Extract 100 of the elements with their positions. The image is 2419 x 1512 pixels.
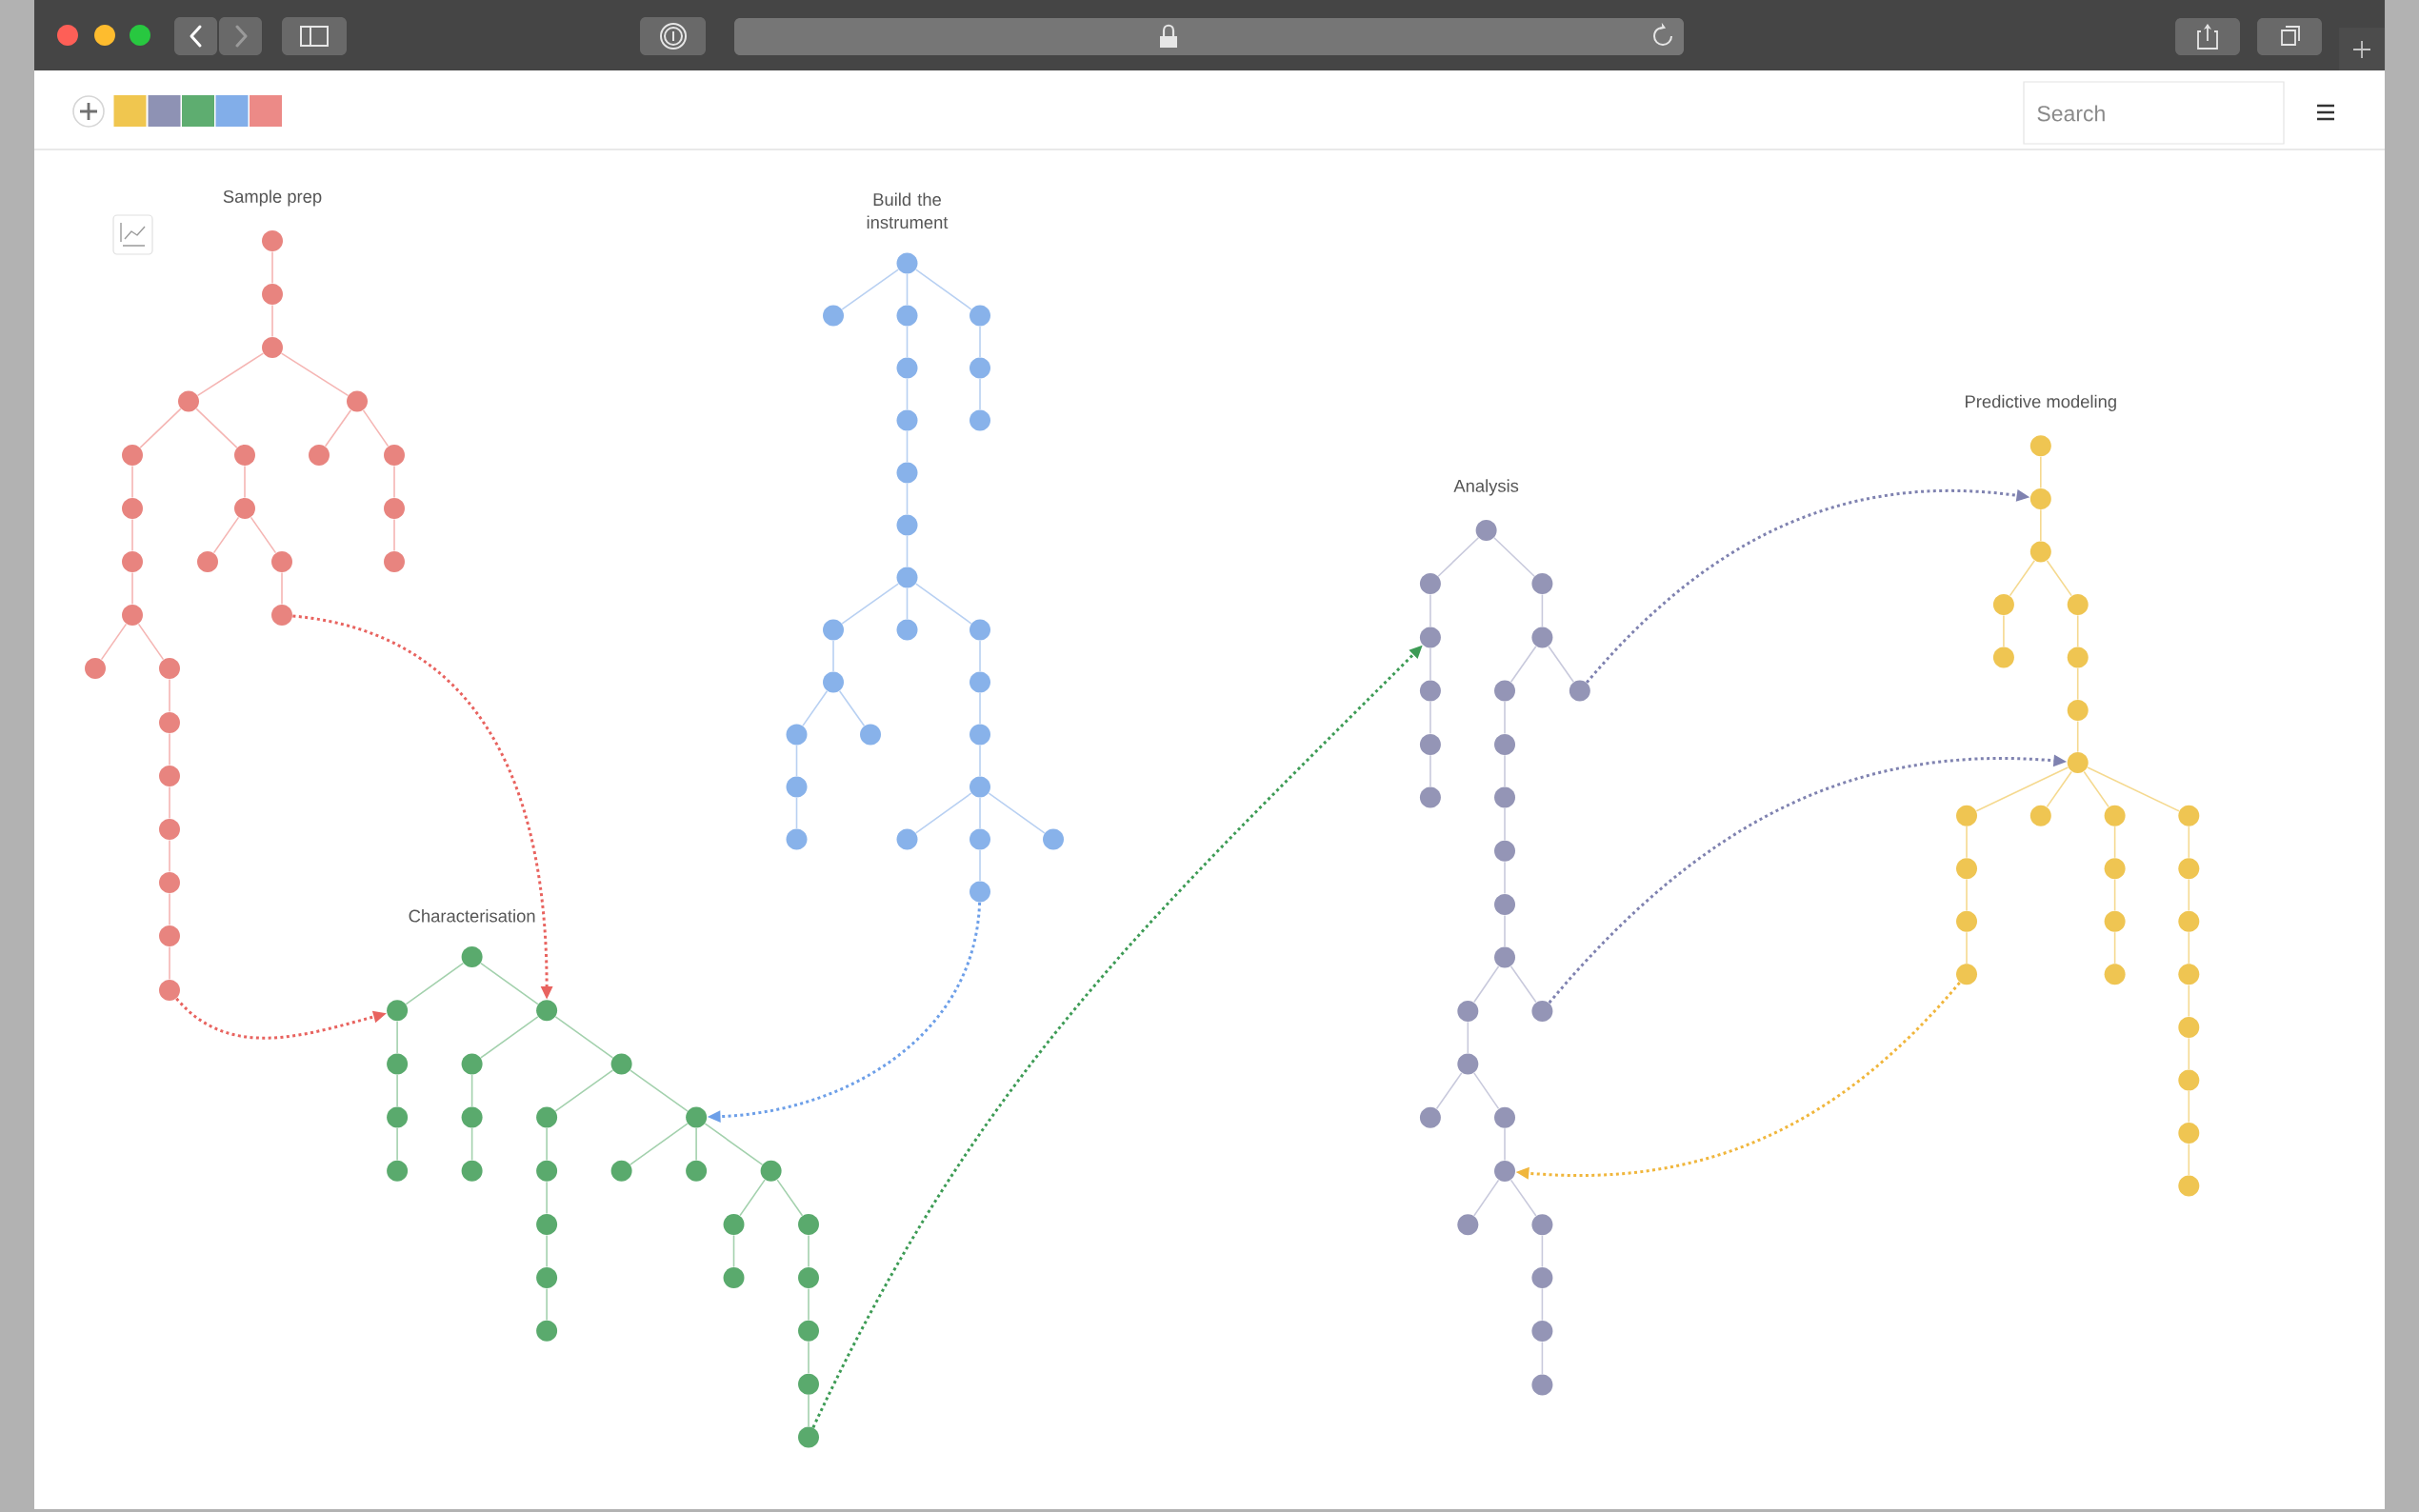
dot — [1419, 733, 1441, 755]
branch-line — [546, 1181, 548, 1215]
branch-line — [137, 623, 165, 661]
branch-line — [2040, 455, 2042, 489]
branch-line — [546, 1234, 548, 1268]
branch-line — [1493, 536, 1535, 577]
branch-line — [554, 1069, 614, 1112]
dot — [1419, 1106, 1441, 1128]
branch-line — [1467, 1021, 1469, 1054]
dot — [970, 724, 990, 746]
branch-line — [131, 518, 133, 552]
branch-line — [1429, 593, 1431, 627]
branch-line — [1509, 1179, 1537, 1217]
dot — [2178, 1016, 2200, 1038]
dot — [2104, 858, 2126, 880]
dot — [896, 409, 918, 431]
dot — [2104, 805, 2126, 826]
dot — [610, 1053, 632, 1075]
dot — [271, 605, 292, 626]
branch-line — [131, 465, 133, 499]
dot — [2178, 805, 2200, 826]
dot — [234, 498, 255, 519]
dot — [2178, 1175, 2200, 1197]
tree-title: Sample prep — [223, 189, 322, 207]
dot — [823, 671, 844, 693]
branch-line — [739, 1179, 766, 1217]
dot — [85, 658, 106, 679]
dot — [1531, 1321, 1553, 1343]
dot — [536, 1267, 558, 1288]
dot — [1956, 964, 1977, 985]
dot — [2178, 858, 2200, 880]
branch-line — [808, 1341, 810, 1375]
branch-line — [1472, 965, 1500, 1004]
dot — [1494, 946, 1515, 968]
branch-line — [2076, 667, 2079, 701]
dot — [970, 776, 990, 798]
dot — [896, 305, 918, 327]
branch-line — [906, 430, 909, 463]
dot — [1992, 594, 2014, 615]
dot — [896, 357, 918, 379]
branch-line — [169, 732, 170, 766]
dot — [1043, 828, 1064, 850]
branch-line — [704, 1123, 764, 1165]
dot — [262, 337, 283, 358]
dot — [896, 462, 918, 484]
branch-line — [795, 745, 798, 777]
dot — [970, 671, 990, 693]
branch-line — [2076, 720, 2079, 753]
branch-line — [776, 1179, 804, 1217]
branch-line — [841, 269, 899, 310]
branch-line — [2188, 984, 2190, 1018]
branch-line — [1966, 931, 1968, 965]
dot — [2178, 1123, 2200, 1144]
branch-line — [979, 326, 981, 358]
dot — [234, 445, 255, 466]
dot — [1494, 786, 1515, 808]
branch-line — [808, 1234, 810, 1268]
dot — [2178, 964, 2200, 985]
dot — [536, 1320, 558, 1342]
branch-line — [169, 892, 170, 926]
branch-line — [906, 326, 909, 358]
branch-line — [396, 1074, 398, 1107]
branch-line — [2040, 508, 2042, 542]
dot — [1531, 627, 1553, 648]
dot — [2178, 910, 2200, 932]
branch-line — [832, 640, 834, 672]
dot — [2029, 487, 2051, 509]
dot — [823, 305, 844, 327]
dot — [1419, 573, 1441, 595]
branch-line — [2188, 826, 2190, 859]
dot — [159, 658, 180, 679]
branch-line — [1975, 766, 2069, 812]
branch-line — [906, 535, 909, 567]
dot — [387, 1000, 409, 1022]
dot — [786, 828, 808, 850]
dot — [760, 1160, 782, 1182]
dot — [1531, 1214, 1553, 1236]
branch-line — [271, 250, 273, 285]
dot — [1569, 680, 1590, 702]
dot — [159, 872, 180, 893]
dot — [2029, 541, 2051, 563]
branch-line — [2188, 878, 2190, 912]
dot — [461, 1053, 483, 1075]
branch-line — [1504, 754, 1506, 787]
dot — [1419, 627, 1441, 648]
branch-line — [250, 516, 277, 554]
branch-line — [1548, 645, 1575, 684]
dot — [1992, 647, 2014, 668]
dot — [1531, 1000, 1553, 1022]
branch-line — [2188, 931, 2190, 965]
dot — [686, 1160, 708, 1182]
branch-line — [906, 483, 909, 515]
branch-line — [324, 409, 352, 448]
branch-line — [808, 1394, 810, 1427]
branch-line — [2009, 559, 2036, 597]
branch-line — [139, 408, 182, 448]
dot — [159, 766, 180, 786]
dot — [2067, 752, 2089, 774]
dot — [786, 724, 808, 746]
branch-line — [1504, 807, 1506, 842]
